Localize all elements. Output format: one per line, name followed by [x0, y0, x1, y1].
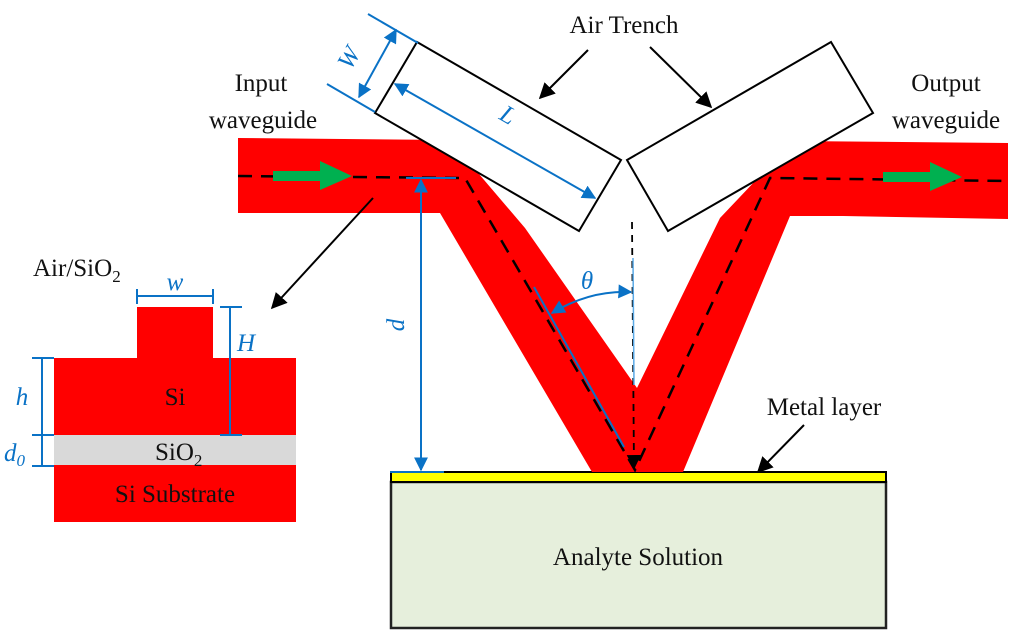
metal-layer: [390, 471, 887, 483]
air-trench-label: Air Trench: [569, 12, 679, 39]
substrate-label: Si Substrate: [115, 481, 235, 508]
analyte-label: Analyte Solution: [553, 544, 724, 571]
angle-reference-line: [533, 286, 625, 448]
input-waveguide-label-2: waveguide: [209, 107, 317, 134]
theta-label: θ: [581, 268, 593, 295]
l-dimension-arrow: [393, 83, 597, 199]
waveguide-v-structure: [238, 138, 1008, 472]
rib-height-label: H: [236, 330, 257, 357]
w-trench-label: W: [333, 41, 368, 74]
optical-path: [237, 174, 1009, 473]
slab-height-label: h: [16, 384, 29, 411]
si-rib: [137, 307, 213, 361]
si-label: Si: [165, 384, 186, 411]
w-extension-top: [367, 13, 419, 44]
w-extension-bottom: [326, 83, 376, 113]
analyte-solution-box: [389, 480, 888, 630]
air-trench-arrow-right: [649, 46, 713, 109]
metal-layer-arrow: [756, 424, 805, 474]
output-propagation-arrow-icon: [883, 162, 962, 191]
d-distance-label: d: [383, 318, 410, 331]
output-waveguide-label-2: waveguide: [892, 107, 1000, 134]
rib-width-label: w: [167, 269, 184, 296]
input-waveguide-label-1: Input: [235, 70, 288, 97]
cross-section-arrow: [270, 197, 374, 310]
normal-highlight: [632, 257, 635, 386]
cladding-label: Air/SiO2: [33, 255, 121, 286]
air-trench-arrow-left: [538, 49, 589, 100]
sio2-label: SiO2: [155, 439, 202, 470]
air-trench-right: [625, 40, 875, 233]
w-dimension-arrow: [358, 28, 397, 99]
si-substrate: [54, 465, 296, 522]
metal-layer-label: Metal layer: [767, 394, 882, 421]
output-waveguide-label-1: Output: [911, 70, 981, 97]
box-thickness-label: d0: [4, 440, 26, 470]
si-slab: [54, 358, 296, 436]
angle-arc: [550, 284, 633, 314]
sio2-layer: [54, 435, 296, 466]
input-propagation-arrow-icon: [273, 161, 352, 190]
